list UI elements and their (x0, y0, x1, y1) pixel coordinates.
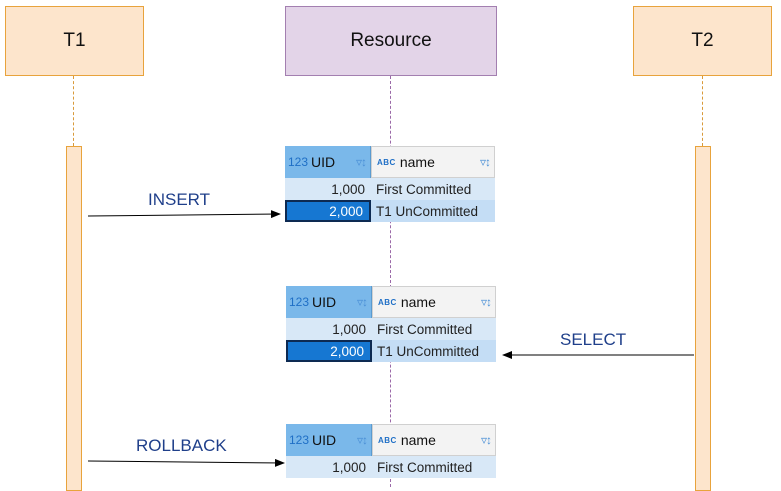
filter-sort-icon[interactable]: ▿↕ (355, 155, 367, 169)
rollback-arrow (87, 458, 285, 467)
insert-message-label: INSERT (148, 190, 211, 209)
type-icon: 123 (288, 155, 309, 169)
type-icon: 123 (289, 295, 310, 309)
select-message-label: SELECT (560, 330, 627, 349)
rollback-message-label: ROLLBACK (136, 436, 227, 455)
t2-lifeline (702, 76, 703, 146)
actor-resource-label: Resource (350, 30, 432, 51)
filter-sort-icon[interactable]: ▿↕ (480, 295, 492, 309)
column-label: UID (312, 294, 337, 310)
actor-t2: T2 (633, 6, 772, 76)
type-icon: 123 (289, 433, 310, 447)
actor-t1: T1 (5, 6, 144, 76)
name-cell[interactable]: First Committed (371, 178, 495, 200)
resource-lifeline (390, 76, 391, 487)
name-cell[interactable]: First Committed (372, 318, 496, 340)
type-icon: ABC (378, 435, 397, 445)
filter-sort-icon[interactable]: ▿↕ (480, 433, 492, 447)
uid-cell[interactable]: 1,000 (285, 178, 371, 200)
type-icon: ABC (377, 157, 396, 167)
t1-lifeline (73, 76, 74, 146)
column-label: name (400, 294, 436, 310)
actor-t1-label: T1 (63, 30, 86, 51)
name-cell[interactable]: T1 UnCommitted (371, 200, 495, 222)
actor-resource: Resource (285, 6, 497, 76)
filter-sort-icon[interactable]: ▿↕ (356, 433, 368, 447)
insert-arrow (87, 210, 281, 219)
uid-cell[interactable]: 1,000 (286, 456, 372, 478)
name-cell[interactable]: T1 UnCommitted (372, 340, 496, 362)
filter-sort-icon[interactable]: ▿↕ (356, 295, 368, 309)
uid-cell[interactable]: 2,000 (285, 200, 371, 222)
column-label: name (400, 432, 436, 448)
actor-t2-label: T2 (691, 30, 714, 51)
column-label: UID (311, 154, 336, 170)
uid-cell[interactable]: 2,000 (286, 340, 372, 362)
column-label: UID (312, 432, 337, 448)
uid-cell[interactable]: 1,000 (286, 318, 372, 340)
type-icon: ABC (378, 297, 397, 307)
name-cell[interactable]: First Committed (372, 456, 496, 478)
column-label: name (399, 154, 435, 170)
filter-sort-icon[interactable]: ▿↕ (479, 155, 491, 169)
